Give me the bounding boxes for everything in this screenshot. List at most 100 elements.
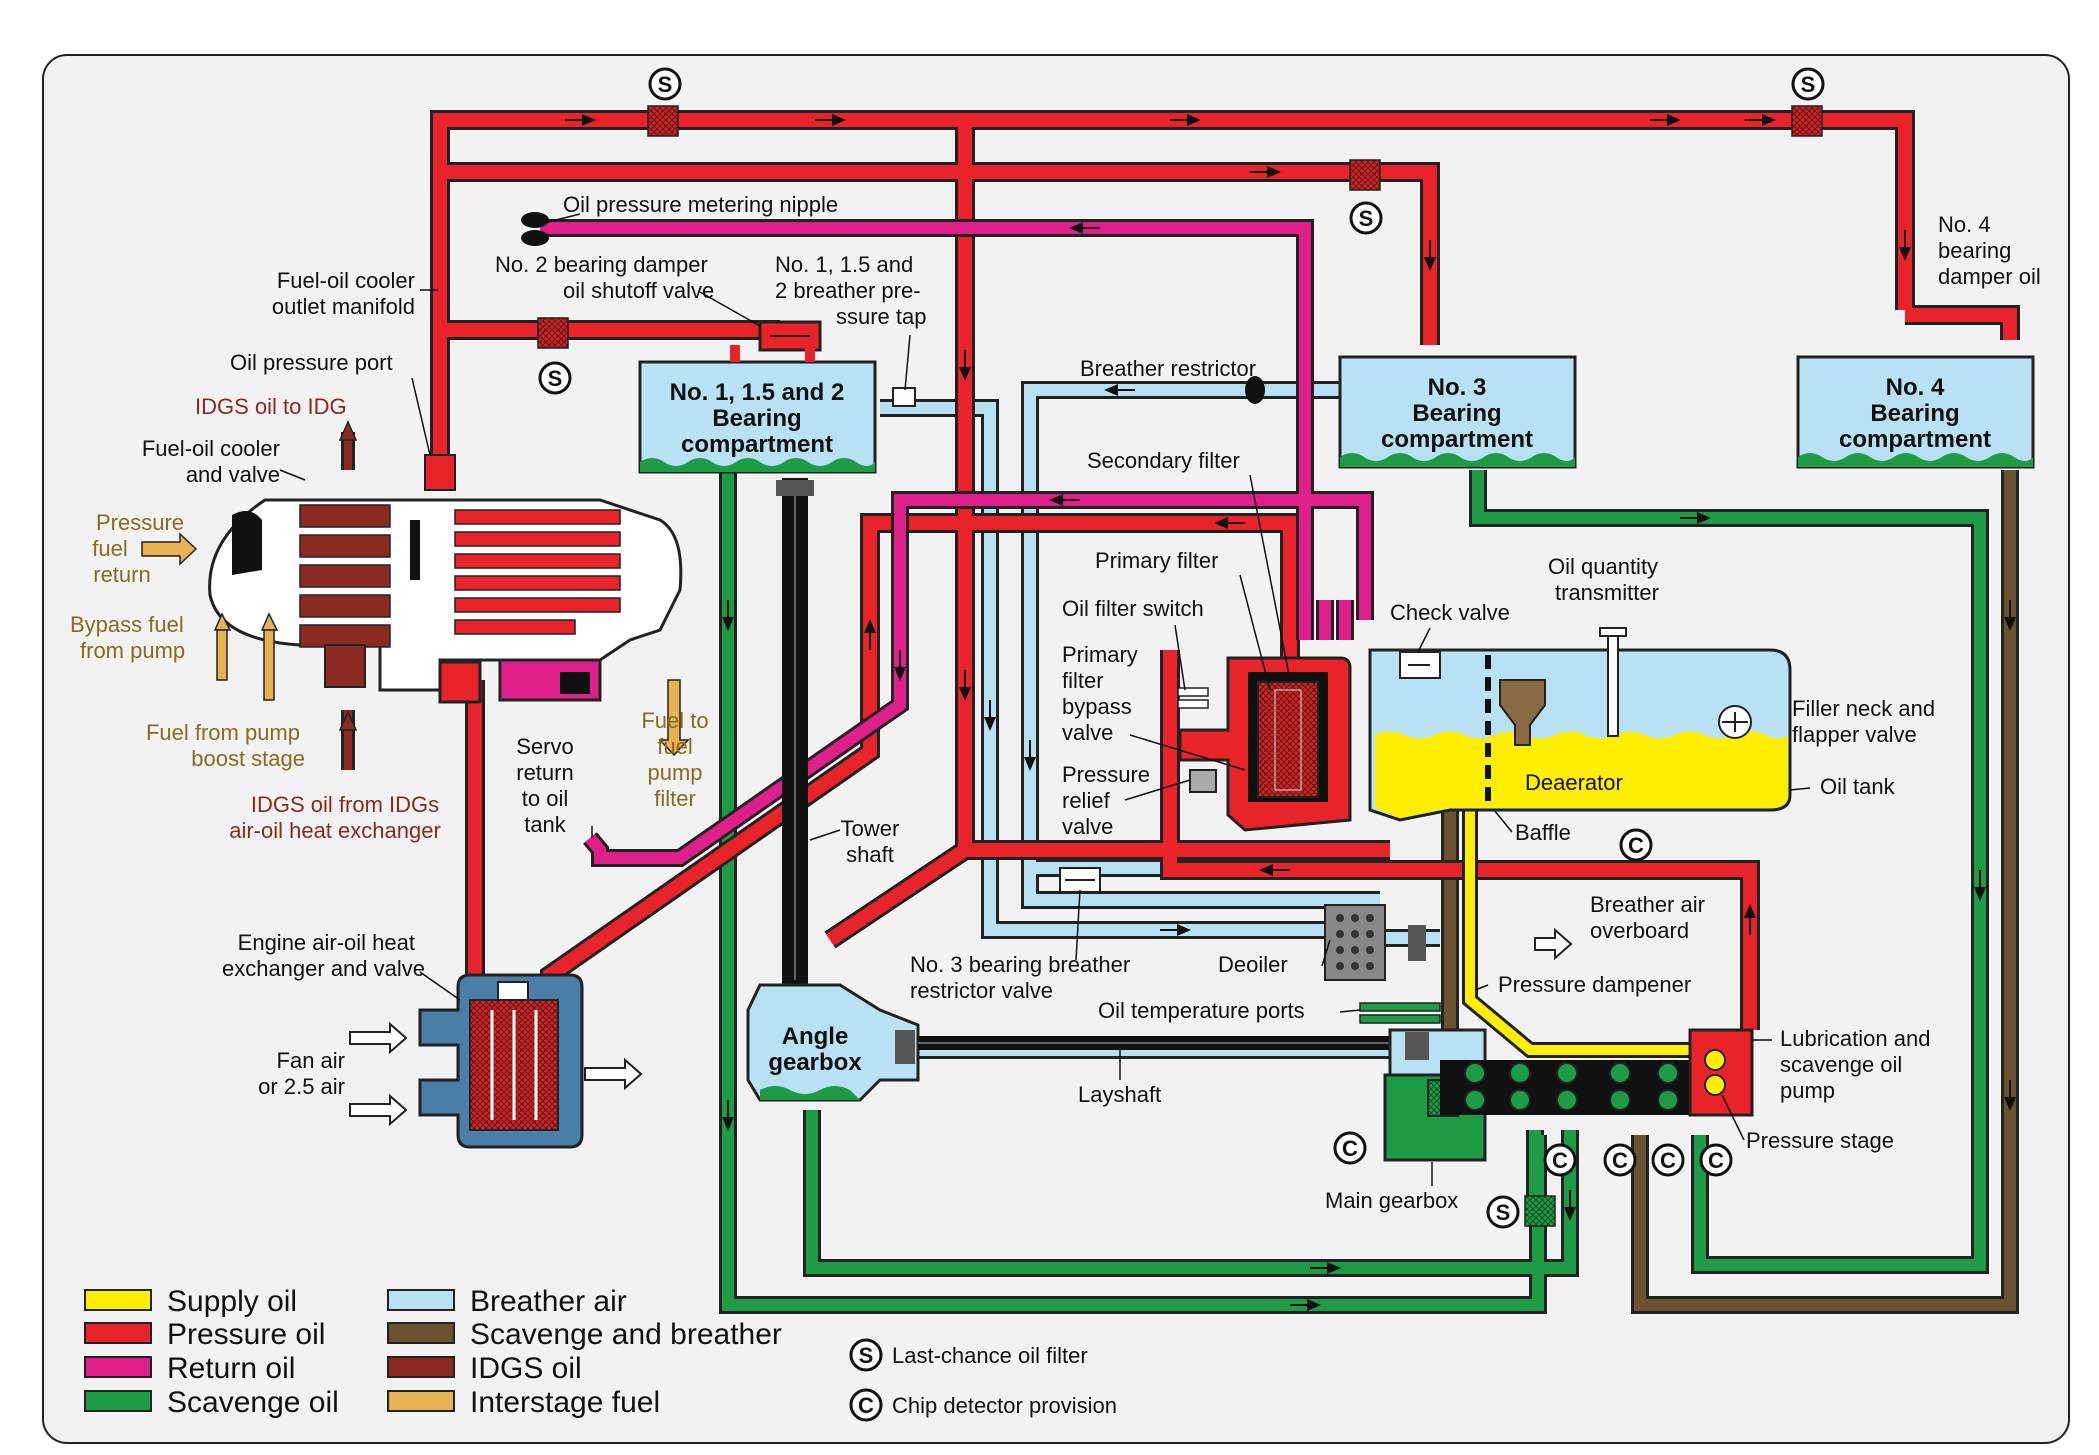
svg-text:S: S xyxy=(548,366,563,391)
filter-marker-1: S xyxy=(648,67,682,101)
bearing-compartment-4: No. 4 Bearing compartment xyxy=(1796,355,2035,469)
label-idgs-oil-to-idg: IDGS oil to IDG xyxy=(195,394,347,419)
comp-12-title-3: compartment xyxy=(681,431,833,458)
label-fuel-oil-cooler-manifold-2: outlet manifold xyxy=(272,294,415,319)
svg-text:Pressure oil: Pressure oil xyxy=(167,1318,325,1351)
label-fan-air-1: Fan air xyxy=(277,1048,345,1073)
label-no4-damper-3: damper oil xyxy=(1938,264,2041,289)
chip-marker-3: C xyxy=(1543,1143,1577,1177)
label-breather-overboard-1: Breather air xyxy=(1590,892,1705,917)
comp-4-title-3: compartment xyxy=(1839,426,1991,453)
label-idgs-from-exchanger-1: IDGS oil from IDGs xyxy=(251,792,439,817)
label-no4-damper-2: bearing xyxy=(1938,238,2011,263)
angle-gearbox-label-2: gearbox xyxy=(768,1049,862,1076)
comp-3-title-3: compartment xyxy=(1381,426,1533,453)
label-tower-shaft-1: Tower xyxy=(841,816,900,841)
label-pressure-fuel-return-1: Pressure xyxy=(96,510,184,535)
label-fuel-oil-cooler-manifold-1: Fuel-oil cooler xyxy=(277,268,415,293)
lube-scavenge-pump xyxy=(1440,1028,1754,1117)
label-servo-return-1: Servo xyxy=(516,734,573,759)
svg-text:C: C xyxy=(858,1393,874,1418)
label-servo-return-3: to oil xyxy=(522,786,568,811)
last-chance-filters xyxy=(537,105,1823,1227)
label-fuel-boost-2: boost stage xyxy=(191,746,305,771)
label-fuel-to-filter-2: fuel xyxy=(657,734,692,759)
label-no3-breather-valve-2: restrictor valve xyxy=(910,978,1053,1003)
legend-scavenge-breather: Scavenge and breather xyxy=(387,1318,782,1351)
comp-3-title-1: No. 3 xyxy=(1428,374,1487,401)
breather-restrictor xyxy=(1245,376,1265,404)
svg-text:C: C xyxy=(1708,1148,1724,1173)
leader-lines xyxy=(279,213,1811,1186)
svg-text:S: S xyxy=(859,1343,874,1368)
flow-arrows xyxy=(565,114,2016,1311)
label-no2-shutoff-1: No. 2 bearing damper xyxy=(495,252,708,277)
oil-temperature-ports xyxy=(1359,1002,1441,1024)
breather-pressure-tap xyxy=(892,387,916,407)
legend-return-oil: Return oil xyxy=(84,1352,295,1385)
label-primary-bypass-3: bypass xyxy=(1062,694,1132,719)
svg-text:Supply oil: Supply oil xyxy=(167,1285,297,1318)
legend-interstage-fuel: Interstage fuel xyxy=(387,1386,660,1419)
svg-text:Scavenge and breather: Scavenge and breather xyxy=(470,1318,782,1351)
legend-last-chance-filter: S Last-chance oil filter xyxy=(849,1338,1088,1372)
label-lube-pump-3: pump xyxy=(1780,1078,1835,1103)
label-pressure-stage: Pressure stage xyxy=(1746,1128,1894,1153)
label-oil-pressure-metering-nipple: Oil pressure metering nipple xyxy=(563,192,838,217)
filter-marker-2: S xyxy=(1791,67,1825,101)
svg-text:Breather air: Breather air xyxy=(470,1285,627,1318)
svg-text:IDGS oil: IDGS oil xyxy=(470,1352,582,1385)
label-fuel-boost-1: Fuel from pump xyxy=(146,720,300,745)
engine-air-oil-heat-exchanger xyxy=(418,973,584,1149)
label-primary-bypass-1: Primary xyxy=(1062,642,1138,667)
label-fuel-oil-cooler-valve-2: and valve xyxy=(186,462,280,487)
label-deoiler: Deoiler xyxy=(1218,952,1288,977)
label-no3-breather-valve-1: No. 3 bearing breather xyxy=(910,952,1130,977)
comp-4-title-2: Bearing xyxy=(1870,400,1959,427)
layshaft xyxy=(918,1036,1398,1050)
label-secondary-filter: Secondary filter xyxy=(1087,448,1240,473)
comp-3-title-2: Bearing xyxy=(1412,400,1501,427)
oil-filter-housing xyxy=(1177,656,1352,832)
angle-gearbox: Angle gearbox xyxy=(746,983,920,1102)
deoiler xyxy=(1324,904,1426,981)
angle-gearbox-label-1: Angle xyxy=(782,1023,849,1050)
filter-marker-5: S xyxy=(1486,1195,1520,1229)
svg-text:C: C xyxy=(1552,1148,1568,1173)
label-filler-neck-1: Filler neck and xyxy=(1792,696,1935,721)
legend-idgs-oil: IDGS oil xyxy=(387,1352,582,1385)
svg-text:C: C xyxy=(1612,1148,1628,1173)
oil-pressure-metering-nipple xyxy=(521,212,549,246)
svg-text:C: C xyxy=(1342,1136,1358,1161)
label-oil-tank: Oil tank xyxy=(1820,774,1896,799)
fan-air-arrows xyxy=(349,927,1573,1127)
oil-quantity-transmitter xyxy=(1599,627,1627,737)
label-primary-bypass-4: valve xyxy=(1062,720,1113,745)
filter-marker-4: S xyxy=(538,361,572,395)
label-oil-qty-2: transmitter xyxy=(1555,580,1659,605)
label-layshaft: Layshaft xyxy=(1078,1082,1161,1107)
legend: Supply oil Pressure oil Return oil Scave… xyxy=(84,1285,1117,1422)
label-oil-pressure-port: Oil pressure port xyxy=(230,350,393,375)
label-breather-overboard-2: overboard xyxy=(1590,918,1689,943)
comp-4-title-1: No. 4 xyxy=(1886,374,1945,401)
label-idgs-from-exchanger-2: air-oil heat exchanger xyxy=(229,818,441,843)
label-tower-shaft-2: shaft xyxy=(846,842,894,867)
legend-breather-air: Breather air xyxy=(387,1285,627,1318)
comp-12-title-1: No. 1, 1.5 and 2 xyxy=(670,379,845,406)
svg-text:C: C xyxy=(1628,833,1644,858)
label-pressure-dampener: Pressure dampener xyxy=(1498,972,1691,997)
label-fuel-oil-cooler-valve-1: Fuel-oil cooler xyxy=(142,436,280,461)
label-fan-air-2: or 2.5 air xyxy=(258,1074,345,1099)
fuel-oil-cooler xyxy=(208,454,683,704)
label-pressure-relief-1: Pressure xyxy=(1062,762,1150,787)
svg-text:S: S xyxy=(1496,1200,1511,1225)
label-check-valve: Check valve xyxy=(1390,600,1510,625)
label-baffle: Baffle xyxy=(1515,820,1571,845)
legend-chip-detector: C Chip detector provision xyxy=(849,1388,1117,1422)
label-fuel-to-filter-4: filter xyxy=(654,786,696,811)
deaerator xyxy=(1499,679,1546,746)
oil-tank xyxy=(1368,648,1792,822)
check-valve xyxy=(1399,651,1441,679)
legend-pressure-oil: Pressure oil xyxy=(84,1318,325,1351)
